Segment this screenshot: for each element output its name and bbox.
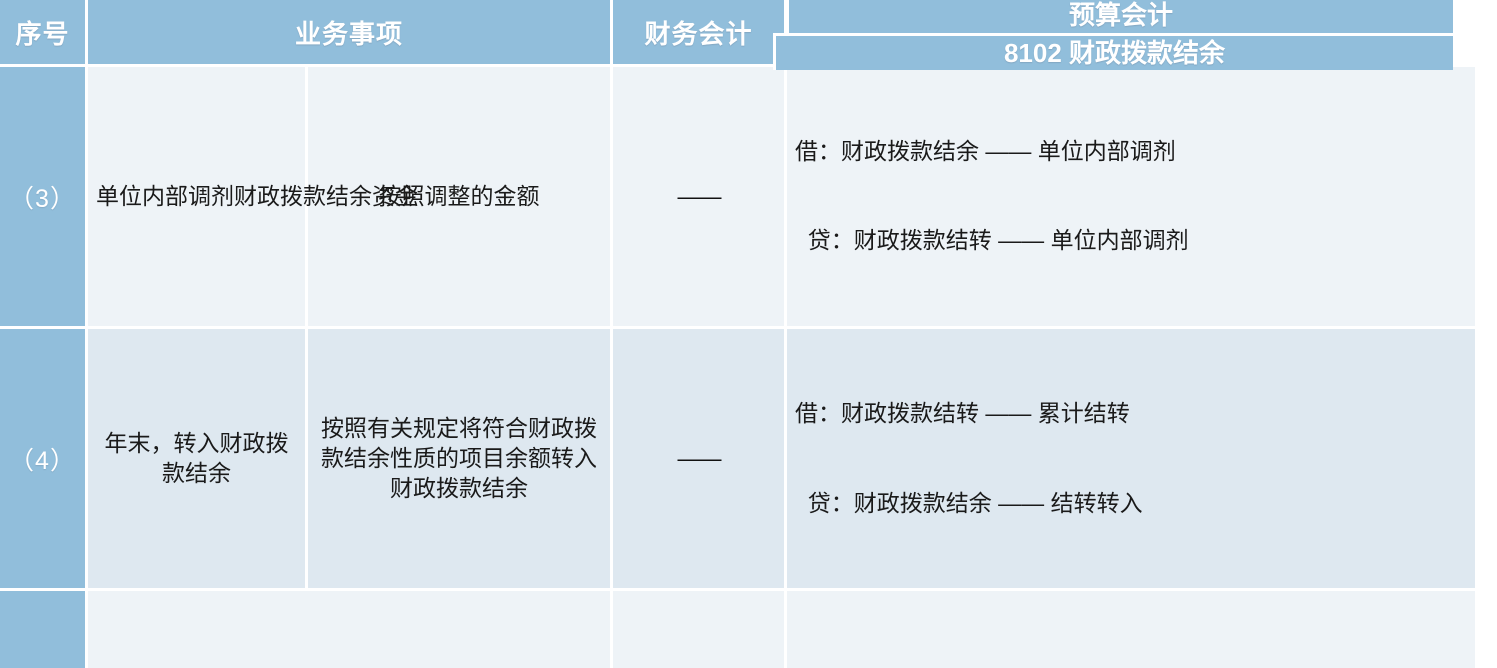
journal-entry-line: 借：财政拨款结余 —— 单位内部调剂 [795,137,1176,164]
column-header-budget-accounting: 预算会计 [789,0,1454,34]
dash-placeholder: —— [677,182,722,209]
row-index-cell: （5） [0,591,88,668]
row-financial-accounting-cell: —— [613,591,788,668]
dash-placeholder: —— [677,444,722,471]
column-header-budget-subject: 8102 财政拨款结余 [773,33,1454,70]
journal-entry-block: 借：财政拨款结转 —— 累计结转 贷：财政拨款结余 —— 结转转入 [795,370,1467,575]
journal-entry-block: 借：财政拨款结余 —— 单位内部调剂 贷：财政拨款结转 —— 单位内部调剂 [795,108,1467,313]
journal-entry-block: 借：财政拨款结余 —— 年初余额调整［该明细科目为贷方余额时］ 贷：财政拨款结余… [795,638,1467,668]
journal-entry-line: 贷：财政拨款结余 —— 结转转入 [795,489,1143,516]
row-financial-accounting-cell: —— [613,67,788,330]
table-row: （4） 年末，转入财政拨款结余 按照有关规定将符合财政拨款结余性质的项目余额转入… [0,329,1476,592]
table-header-row: 序号 业务事项 财务会计 预算会计 8102 财政拨款结余 [0,0,1475,70]
journal-entry-line: 贷：财政拨款结转 —— 单位内部调剂 [795,227,1189,254]
row-budget-accounting-cell: 借：财政拨款结余 —— 单位内部调剂 贷：财政拨款结转 —— 单位内部调剂 [787,67,1476,330]
journal-entry-line: 借：财政拨款结转 —— 累计结转 [795,399,1130,426]
row-business-item-cell: 单位内部调剂财政拨款结余资金 [88,67,418,330]
row-financial-accounting-cell: —— [613,329,788,592]
row-business-item-cell: 年末冲销本科目有关明细科目余额 [88,591,614,668]
row-index-cell: （3） [0,67,88,330]
column-header-budget-accounting-group: 预算会计 8102 财政拨款结余 [773,0,1475,70]
column-header-financial-accounting: 财务会计 [613,0,788,67]
row-index-cell: （4） [0,329,88,592]
row-business-detail-cell: 按照调整的金额 [308,67,614,330]
row-budget-accounting-cell: 借：财政拨款结转 —— 累计结转 贷：财政拨款结余 —— 结转转入 [787,329,1476,592]
table-row: （3） 单位内部调剂财政拨款结余资金 按照调整的金额 —— 借：财政拨款结余 —… [0,67,1476,330]
row-budget-accounting-cell: 借：财政拨款结余 —— 年初余额调整［该明细科目为贷方余额时］ 贷：财政拨款结余… [787,591,1476,668]
column-header-business: 业务事项 [88,0,614,67]
table-row: （5） 年末冲销本科目有关明细科目余额 —— 借：财政拨款结余 —— 年初余额调… [0,591,1476,668]
column-header-index: 序号 [0,0,88,67]
row-business-item-cell: 年末，转入财政拨款结余 [88,329,308,592]
row-business-detail-cell: 按照有关规定将符合财政拨款结余性质的项目余额转入财政拨款结余 [308,329,614,592]
